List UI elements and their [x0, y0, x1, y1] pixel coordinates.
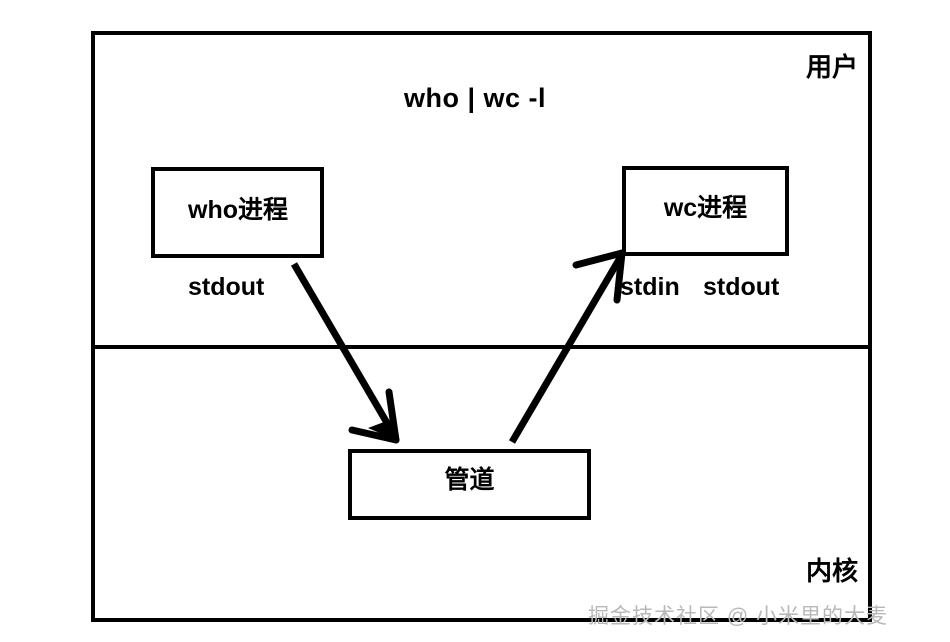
- kernel-zone-label: 内核: [805, 556, 858, 586]
- outer-frame: [91, 31, 872, 622]
- who-to-pipe-arrow: [290, 262, 400, 444]
- pipe-to-wc-arrow: [508, 249, 626, 444]
- wc-process-label: wc进程: [663, 194, 748, 222]
- watermark: 掘金技术社区 @ 小米里的大麦: [588, 605, 888, 628]
- command-label: who | wc -l: [403, 83, 547, 113]
- who-process-box: [151, 167, 324, 258]
- wc-process-box: [622, 166, 789, 256]
- wc-stdin-label: stdin: [620, 273, 680, 301]
- who-process-label: who进程: [188, 196, 288, 224]
- pipe-box: [348, 449, 591, 520]
- pipe-label: 管道: [444, 466, 495, 494]
- wc-stdout-label: stdout: [703, 273, 780, 301]
- user-zone-label: 用户: [805, 52, 858, 82]
- who-stdout-label: stdout: [188, 273, 265, 301]
